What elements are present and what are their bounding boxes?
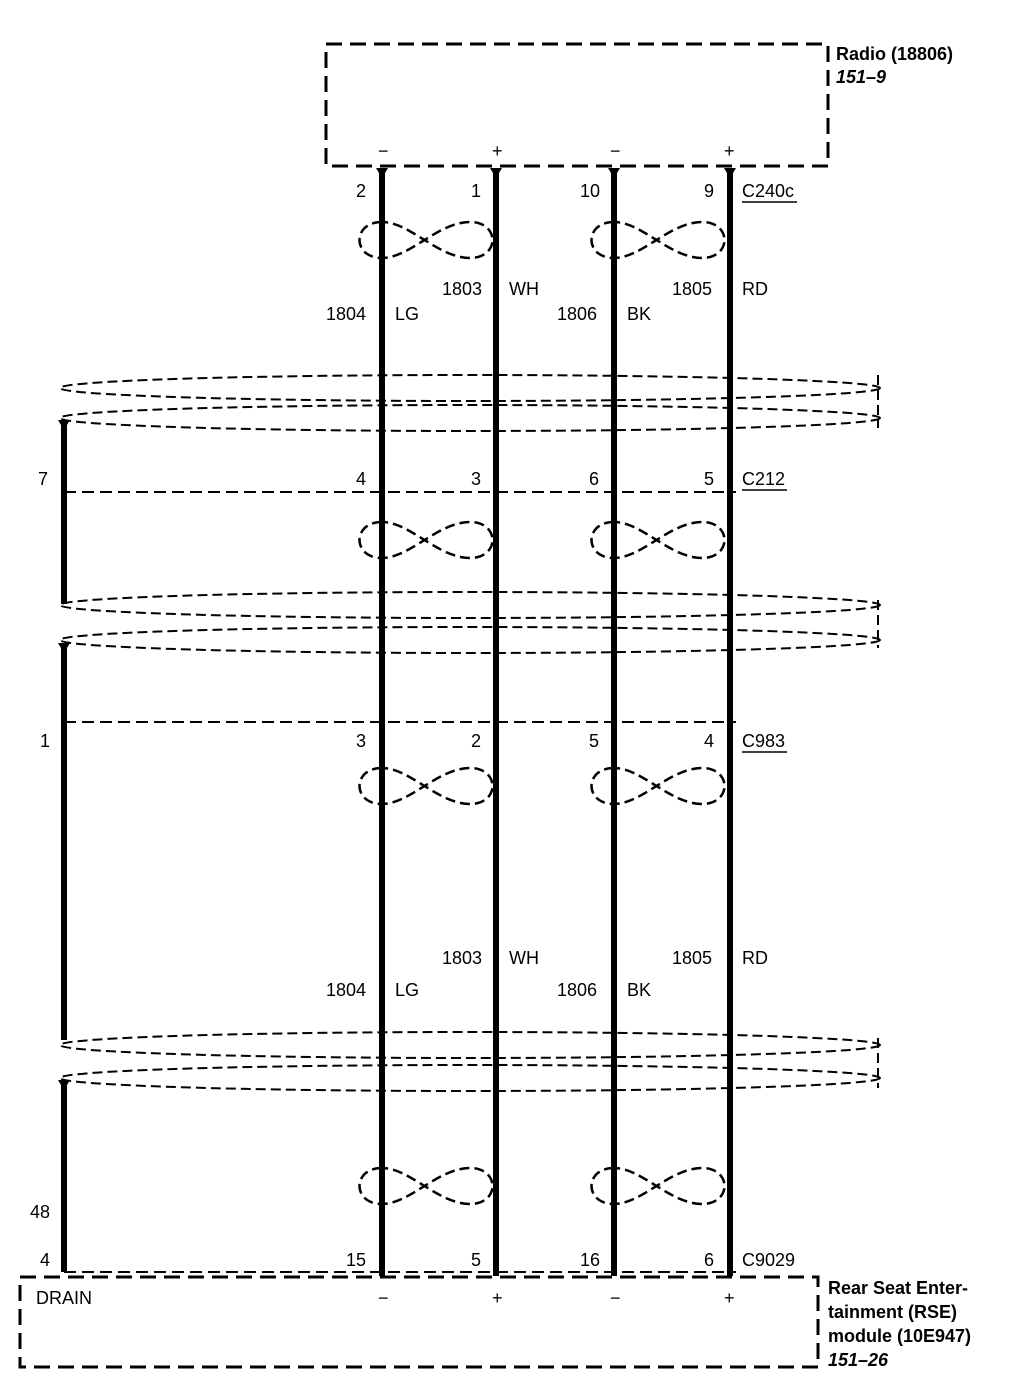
wire-circuit-1805-upper: 1805	[672, 279, 712, 299]
c240c-pin-3: 10	[580, 181, 600, 201]
rse-pin-sign-1: −	[378, 1288, 389, 1308]
c240c-pin-4: 9	[704, 181, 714, 201]
wire-circuit-1804-upper: 1804	[326, 304, 366, 324]
rse-drain-label: DRAIN	[36, 1288, 92, 1308]
c212-pin-4: 5	[704, 469, 714, 489]
c983-pin-4: 4	[704, 731, 714, 751]
wire-circuit-1805-lower: 1805	[672, 948, 712, 968]
radio-ref: 151–9	[836, 67, 886, 87]
rse-pin-sign-4: +	[724, 1288, 735, 1308]
c983-name: C983	[742, 731, 785, 751]
radio-box	[324, 42, 830, 168]
shield-2	[59, 591, 881, 654]
c9029-drain-pin: 4	[40, 1250, 50, 1270]
twisted-pair-symbols	[358, 220, 726, 1206]
c9029-pin-1: 15	[346, 1250, 366, 1270]
radio-pin-sign-2: +	[492, 141, 503, 161]
c983-drain-pin: 1	[40, 731, 50, 751]
wire-color-bk-lower: BK	[627, 980, 651, 1000]
c983-pin-1: 3	[356, 731, 366, 751]
wire-circuit-1803-lower: 1803	[442, 948, 482, 968]
c240c-pin-1: 2	[356, 181, 366, 201]
wire-circuit-1803-upper: 1803	[442, 279, 482, 299]
c212-pin-3: 6	[589, 469, 599, 489]
rse-name-line-3: module (10E947)	[828, 1326, 971, 1346]
c9029-pin-4: 6	[704, 1250, 714, 1270]
c212-name: C212	[742, 469, 785, 489]
c9029-name: C9029	[742, 1250, 795, 1270]
wires	[379, 170, 733, 1276]
pin-arrows	[58, 168, 736, 1090]
c212-pin-1: 4	[356, 469, 366, 489]
c9029-drain-splice: 48	[30, 1202, 50, 1222]
c212-pin-2: 3	[471, 469, 481, 489]
rse-ref: 151–26	[828, 1350, 889, 1370]
wire-color-wh-lower: WH	[509, 948, 539, 968]
wire-color-lg-upper: LG	[395, 304, 419, 324]
shield-1	[59, 374, 881, 432]
radio-name: Radio (18806)	[836, 44, 953, 64]
radio-pin-sign-3: −	[610, 141, 621, 161]
rse-name-line-2: tainment (RSE)	[828, 1302, 957, 1322]
wire-color-rd-lower: RD	[742, 948, 768, 968]
wire-circuit-1806-lower: 1806	[557, 980, 597, 1000]
radio-pin-sign-1: −	[378, 141, 389, 161]
wire-color-bk-upper: BK	[627, 304, 651, 324]
shield-3	[59, 1031, 881, 1092]
c983-pin-2: 2	[471, 731, 481, 751]
rse-pin-sign-2: +	[492, 1288, 503, 1308]
c983-pin-3: 5	[589, 731, 599, 751]
wire-color-wh-upper: WH	[509, 279, 539, 299]
c212-drain-pin: 7	[38, 469, 48, 489]
wire-circuit-1806-upper: 1806	[557, 304, 597, 324]
radio-pin-sign-4: +	[724, 141, 735, 161]
rse-pin-sign-3: −	[610, 1288, 621, 1308]
c9029-pin-2: 5	[471, 1250, 481, 1270]
wire-color-rd-upper: RD	[742, 279, 768, 299]
wire-color-lg-lower: LG	[395, 980, 419, 1000]
c240c-name: C240c	[742, 181, 794, 201]
c9029-pin-3: 16	[580, 1250, 600, 1270]
rse-name-line-1: Rear Seat Enter-	[828, 1278, 968, 1298]
wire-circuit-1804-lower: 1804	[326, 980, 366, 1000]
rse-box	[18, 1275, 820, 1369]
c240c-pin-2: 1	[471, 181, 481, 201]
